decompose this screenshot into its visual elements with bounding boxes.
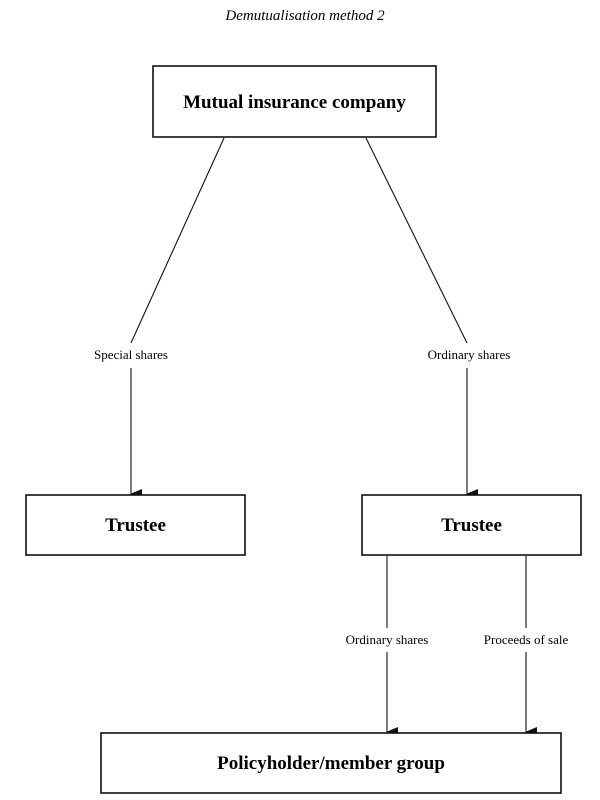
node-mutual-insurance-company: Mutual insurance company	[152, 65, 437, 138]
edge-label-ordinary-shares-top: Ordinary shares	[428, 347, 511, 362]
node-label-trustee-left: Trustee	[105, 515, 166, 536]
node-label-mutual: Mutual insurance company	[183, 92, 406, 113]
node-trustee-left: Trustee	[25, 494, 246, 556]
node-label-trustee-right: Trustee	[441, 515, 502, 536]
edge-label-special-shares: Special shares	[94, 347, 168, 362]
edge-label-proceeds-of-sale: Proceeds of sale	[484, 632, 569, 647]
node-label-policyholder: Policyholder/member group	[217, 753, 445, 774]
edge-mutual-to-left-slant	[130, 137, 225, 344]
diagram-title: Demutualisation method 2	[224, 8, 385, 24]
edge-label-ordinary-shares-bottom: Ordinary shares	[346, 632, 429, 647]
node-trustee-right: Trustee	[361, 494, 582, 556]
edge-mutual-to-right-slant	[365, 137, 468, 344]
node-policyholder-member-group: Policyholder/member group	[100, 732, 562, 794]
